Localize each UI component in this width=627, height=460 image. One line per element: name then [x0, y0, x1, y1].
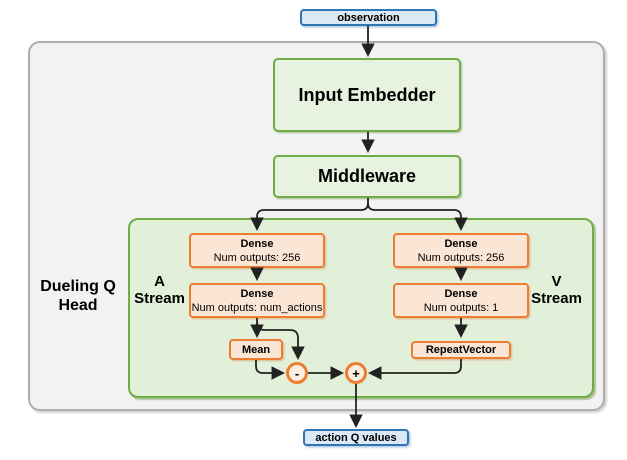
- dueling-q-head-label: Dueling Q Head: [26, 277, 130, 315]
- a-stream-label-line2: Stream: [134, 290, 185, 307]
- subtract-op-label: -: [294, 365, 300, 381]
- action-q-values-node: action Q values: [303, 429, 409, 446]
- repeat-vector-label: RepeatVector: [425, 344, 497, 356]
- input-embedder-label: Input Embedder: [298, 84, 436, 105]
- repeat-vector-node: RepeatVector: [411, 341, 511, 359]
- v-stream-dense2-node: Dense Num outputs: 1: [393, 283, 529, 318]
- v-stream-dense1-detail: Num outputs: 256: [417, 251, 505, 264]
- add-op-label: +: [352, 365, 360, 381]
- a-stream-dense1-detail: Num outputs: 256: [213, 251, 301, 264]
- mean-label: Mean: [241, 343, 271, 356]
- a-stream-label: A Stream: [131, 273, 188, 307]
- v-stream-label: V Stream: [528, 273, 585, 307]
- v-stream-dense2-detail: Num outputs: 1: [423, 301, 499, 314]
- subtract-op-node: -: [286, 362, 308, 384]
- action-q-values-label: action Q values: [315, 431, 397, 444]
- a-stream-dense1-node: Dense Num outputs: 256: [189, 233, 325, 268]
- observation-label: observation: [337, 11, 400, 24]
- a-stream-dense2-title: Dense: [240, 287, 274, 300]
- dueling-q-head-label-line1: Dueling Q: [40, 278, 116, 295]
- middleware-label: Middleware: [317, 166, 417, 186]
- a-stream-label-line1: A: [154, 273, 165, 290]
- v-stream-label-line2: Stream: [531, 290, 582, 307]
- dueling-q-head-label-line2: Head: [58, 297, 98, 314]
- add-op-node: +: [345, 362, 367, 384]
- a-stream-dense1-title: Dense: [240, 237, 274, 250]
- a-stream-dense2-node: Dense Num outputs: num_actions: [189, 283, 325, 318]
- a-stream-dense2-detail: Num outputs: num_actions: [191, 301, 323, 314]
- input-embedder-node: Input Embedder: [273, 58, 461, 132]
- v-stream-dense2-title: Dense: [444, 287, 478, 300]
- v-stream-dense1-title: Dense: [444, 237, 478, 250]
- middleware-node: Middleware: [273, 155, 461, 198]
- mean-node: Mean: [229, 339, 283, 360]
- v-stream-label-line1: V: [551, 273, 562, 290]
- v-stream-dense1-node: Dense Num outputs: 256: [393, 233, 529, 268]
- observation-node: observation: [300, 9, 437, 26]
